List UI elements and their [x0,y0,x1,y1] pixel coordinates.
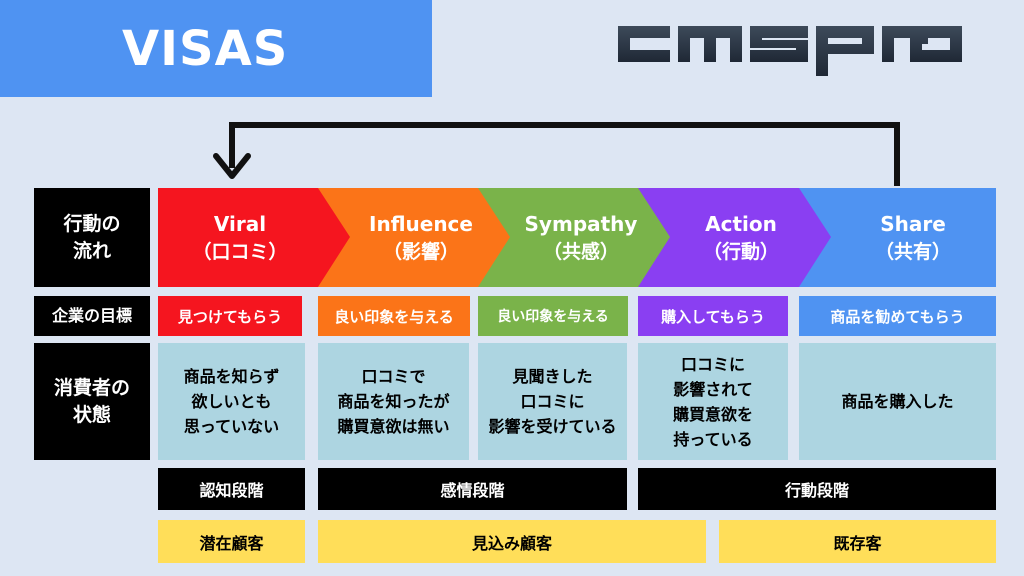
stage-awareness: 認知段階 [158,468,305,510]
page-title: VISAS [0,0,432,97]
step-subtitle: （共感） [542,240,619,263]
goal-share: 商品を勧めてもらう [799,296,996,336]
goal-sympathy: 良い印象を与える [478,296,628,336]
step-subtitle: （口コミ） [192,240,288,263]
step-sympathy: Sympathy （共感） [500,188,662,287]
customer-prospective: 見込み顧客 [318,520,706,563]
state-share: 商品を購入した [799,343,996,460]
row-label-goal: 企業の目標 [34,296,150,336]
chevron-share [799,188,996,287]
chevron-action [638,188,835,287]
goal-action: 購入してもらう [638,296,788,336]
step-name: Influence [369,211,473,236]
customer-existing: 既存客 [719,520,996,563]
state-viral: 商品を知らず 欲しいとも 思っていない [158,343,305,460]
step-subtitle: （影響） [382,240,459,263]
stage-emotion: 感情段階 [318,468,627,510]
step-name: Share [880,211,946,236]
row-label-state: 消費者の 状態 [34,343,150,460]
step-influence: Influence （影響） [340,188,502,287]
step-subtitle: （行動） [702,240,779,263]
step-action: Action （行動） [660,188,822,287]
goal-viral: 見つけてもらう [158,296,302,336]
step-subtitle: （共有） [874,240,951,263]
step-name: Action [705,211,777,236]
cmspro-logo [618,26,962,76]
state-sympathy: 見聞きした 口コミに 影響を受けている [478,343,627,460]
chevron-sympathy [478,188,674,287]
step-name: Sympathy [524,211,638,236]
state-influence: 口コミで 商品を知ったが 購買意欲は無い [318,343,469,460]
step-name: Viral [213,211,267,236]
state-action: 口コミに 影響されて 購買意欲を 持っている [638,343,788,460]
row-label-flow: 行動の 流れ [34,188,150,287]
chevron-influence [318,188,514,287]
stage-action: 行動段階 [638,468,996,510]
customer-potential: 潜在顧客 [158,520,305,563]
step-viral: Viral （口コミ） [158,188,322,287]
step-share: Share （共有） [830,188,996,287]
goal-influence: 良い印象を与える [318,296,470,336]
chevron-viral [158,188,354,287]
